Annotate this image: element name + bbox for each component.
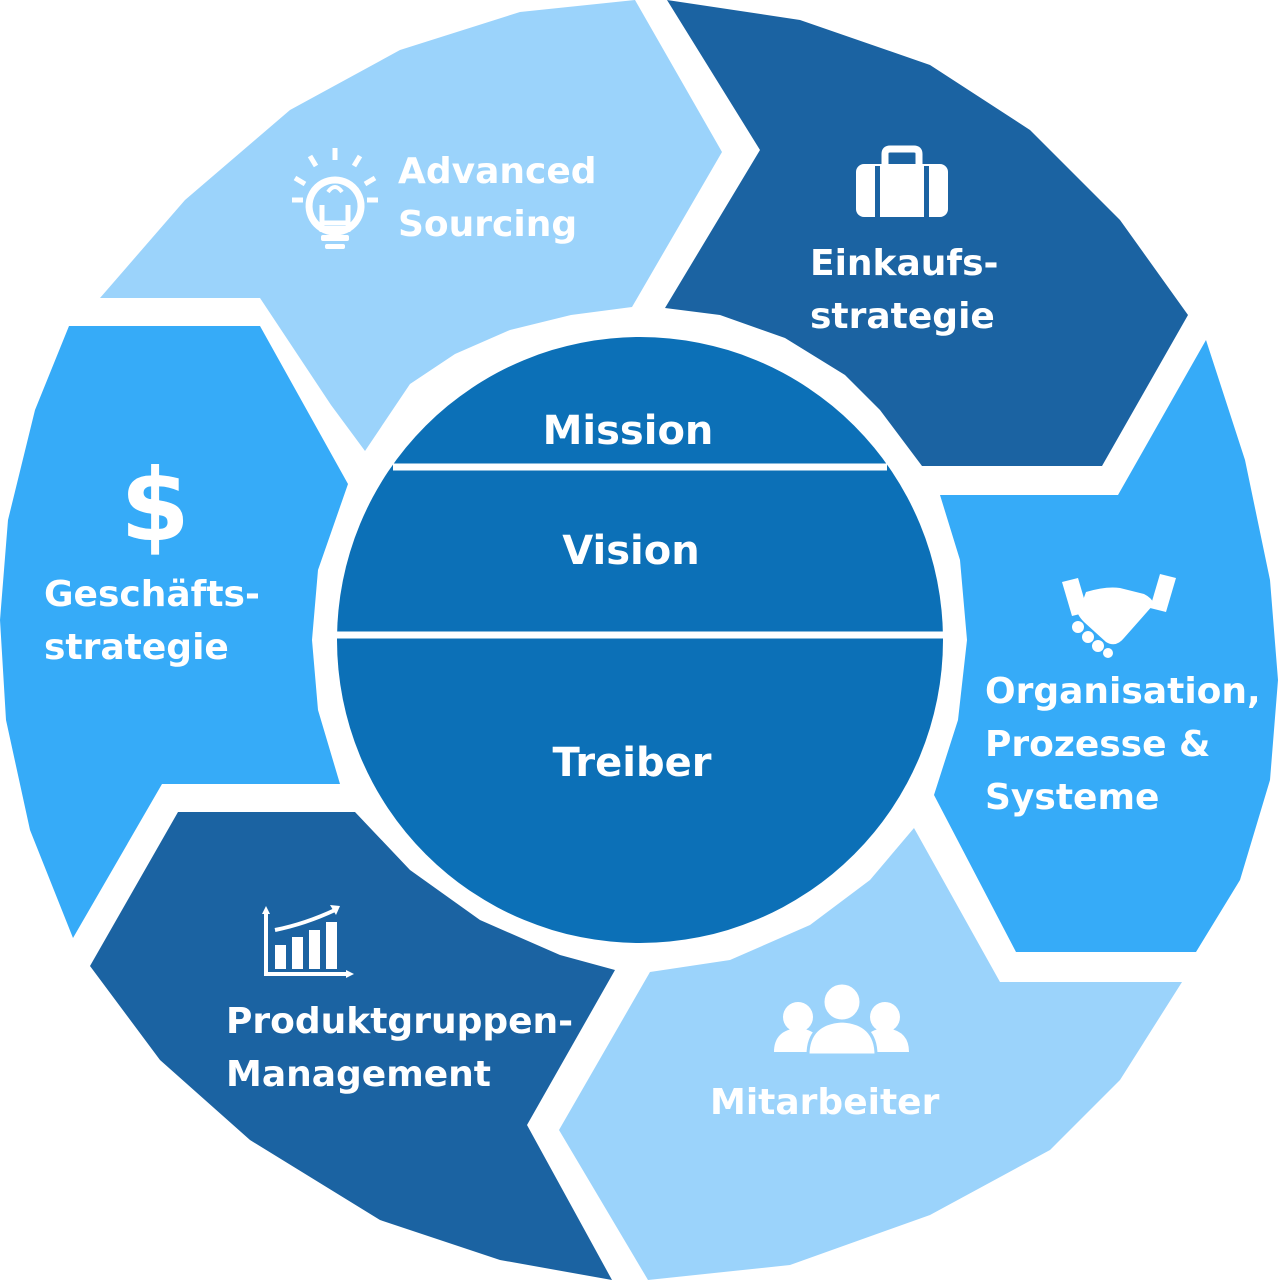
- dollar-icon: $: [120, 447, 190, 564]
- segment-organisation: [934, 340, 1278, 952]
- people-icon: [774, 981, 909, 1057]
- segment-einkaufsstrategie: [665, 0, 1188, 466]
- label-einkaufsstrategie: Einkaufs- strategie: [810, 243, 999, 337]
- center-treiber: Treiber: [552, 740, 712, 786]
- center-mission: Mission: [542, 408, 714, 454]
- segment-advanced-sourcing: [100, 0, 722, 451]
- handshake-icon: [1062, 574, 1176, 658]
- segment-geschaeftsstrategie: [0, 326, 348, 938]
- label-organisation: Organisation, Prozesse & Systeme: [985, 671, 1261, 818]
- briefcase-icon: [856, 145, 948, 217]
- segment-produktgruppen: [90, 812, 615, 1280]
- bar-chart-icon: [262, 905, 354, 978]
- center-disk: [337, 337, 943, 943]
- lightbulb-icon: [292, 148, 378, 249]
- label-produktgruppen: Produktgruppen- Management: [226, 1001, 574, 1095]
- label-geschaeftsstrategie: Geschäfts- strategie: [44, 574, 260, 668]
- label-advanced-sourcing: Advanced Sourcing: [398, 151, 597, 245]
- center-vision: Vision: [562, 528, 700, 574]
- label-mitarbeiter: Mitarbeiter: [710, 1082, 940, 1123]
